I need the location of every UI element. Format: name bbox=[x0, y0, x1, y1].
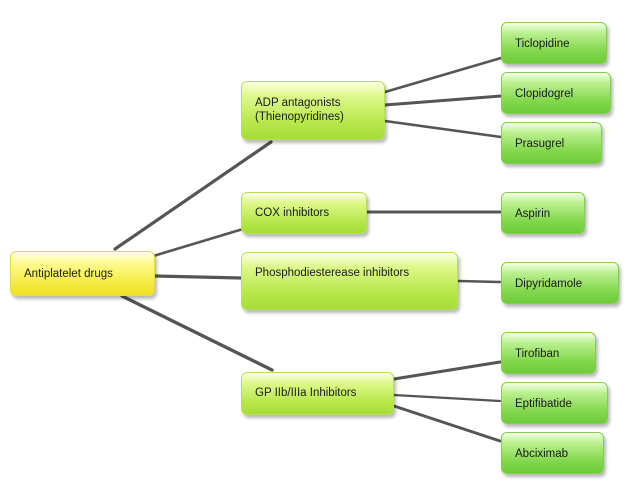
drug-label: Eptifibatide bbox=[515, 398, 572, 410]
drug-label: Ticlopidine bbox=[515, 38, 570, 50]
connector-root-adp bbox=[113, 140, 273, 251]
connector-pde-dipyridamole bbox=[456, 279, 502, 284]
connector-root-pde bbox=[153, 274, 243, 280]
drug-node-tirofiban: Tirofiban bbox=[501, 332, 596, 374]
root-node-antiplatelet-drugs: Antiplatelet drugs bbox=[10, 251, 155, 296]
drug-label: Abciximab bbox=[515, 448, 569, 460]
drug-node-aspirin: Aspirin bbox=[501, 192, 585, 234]
connector-adp-prasugrel bbox=[383, 119, 503, 139]
drug-label: Clopidogrel bbox=[515, 88, 574, 100]
category-node-cox-inhibitors: COX inhibitors bbox=[241, 192, 367, 234]
drug-label: Tirofiban bbox=[515, 348, 560, 360]
category-node-phosphodiesterase-inhibitors: Phosphodiesterease inhibitors bbox=[241, 252, 458, 310]
connector-gp-eptifibatide bbox=[392, 393, 502, 403]
connector-root-cox bbox=[148, 227, 245, 259]
drug-label: Prasugrel bbox=[515, 138, 565, 150]
category-node-gp-iib-iiia-inhibitors: GP IIb/IIIa Inhibitors bbox=[241, 372, 394, 415]
drug-label: Dipyridamole bbox=[515, 278, 583, 290]
connector-root-gp bbox=[120, 294, 274, 372]
drug-node-dipyridamole: Dipyridamole bbox=[501, 262, 619, 304]
category-node-adp-antagonists: ADP antagonists (Thienopyridines) bbox=[241, 81, 385, 140]
root-node-label: Antiplatelet drugs bbox=[24, 268, 113, 280]
category-label: Phosphodiesterease inhibitors bbox=[255, 267, 410, 279]
category-label: GP IIb/IIIa Inhibitors bbox=[255, 387, 357, 399]
connector-gp-abciximab bbox=[392, 404, 502, 443]
connector-gp-tirofiban bbox=[392, 360, 502, 381]
drug-node-abciximab: Abciximab bbox=[501, 432, 604, 474]
drug-label: Aspirin bbox=[515, 208, 551, 220]
drug-node-clopidogrel: Clopidogrel bbox=[501, 72, 611, 114]
drug-node-prasugrel: Prasugrel bbox=[501, 122, 602, 164]
connector-adp-clopidogrel bbox=[383, 94, 503, 107]
category-label: ADP antagonists (Thienopyridines) bbox=[255, 97, 344, 123]
drug-node-ticlopidine: Ticlopidine bbox=[501, 22, 607, 64]
category-label: COX inhibitors bbox=[255, 207, 330, 219]
connector-adp-ticlopidine bbox=[383, 56, 503, 94]
drug-node-eptifibatide: Eptifibatide bbox=[501, 382, 608, 424]
